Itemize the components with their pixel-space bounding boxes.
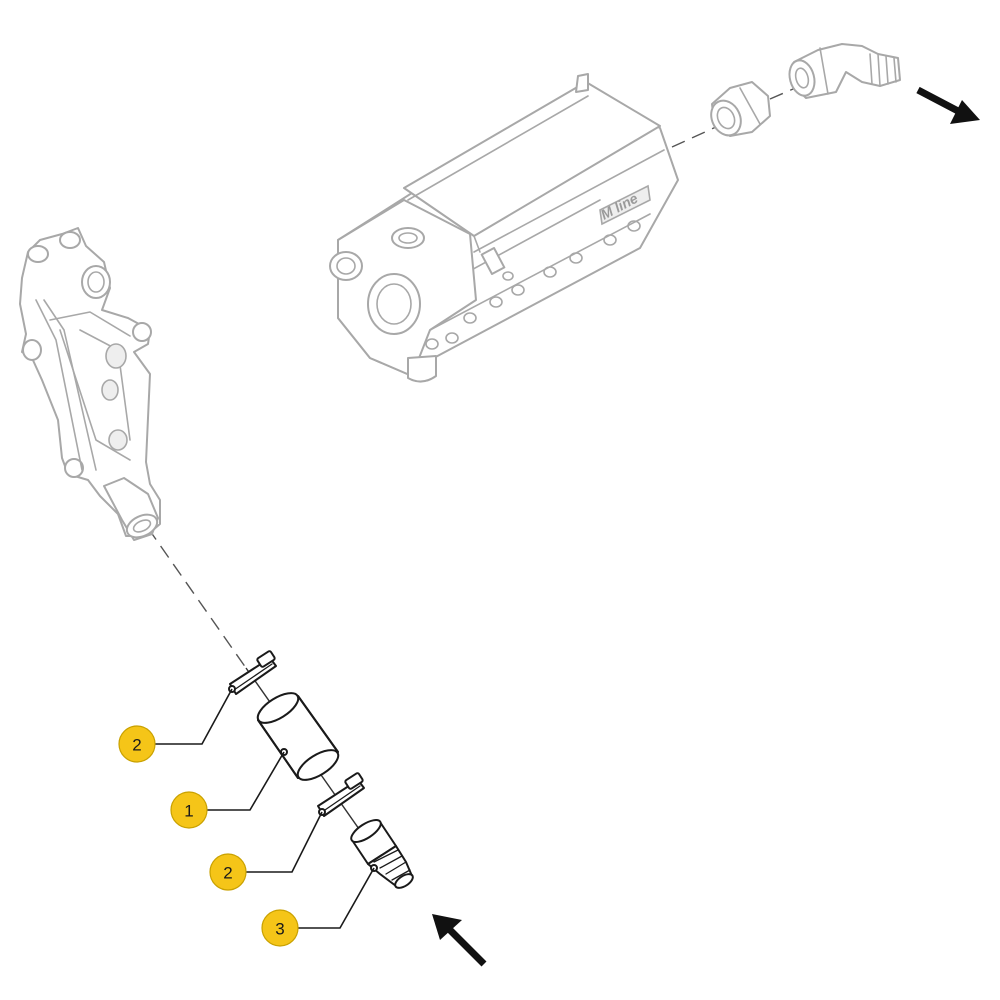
leader-line-2-top	[154, 688, 233, 745]
hose-clamp-upper	[228, 650, 277, 695]
callout-3: 3	[261, 909, 299, 947]
elbow-fitting-ghost	[788, 43, 901, 99]
hex-nipple-ghost	[710, 81, 771, 137]
hose-sleeve	[256, 692, 340, 781]
assembly-axis-lower	[147, 527, 247, 669]
pump-bracket-ghost	[19, 227, 161, 541]
pump-manifold-ghost: M line	[329, 73, 679, 383]
leader-line-3	[296, 867, 375, 929]
hose-clamp-lower	[317, 772, 365, 817]
leader-line-2-bottom	[246, 811, 323, 873]
flow-in-arrow	[432, 914, 487, 967]
callout-1: 1	[170, 791, 208, 829]
manifold-top-port	[391, 227, 425, 249]
svg-text:1: 1	[184, 802, 193, 821]
hose-barb-adapter	[350, 819, 414, 889]
svg-text:3: 3	[275, 920, 284, 939]
callout-2-top: 2	[118, 725, 156, 763]
bracket-upper-port	[81, 265, 111, 299]
manifold-side-port	[329, 251, 363, 281]
manifold-front-port	[367, 273, 421, 335]
manifold-bolts	[425, 220, 641, 350]
manifold-tag	[480, 247, 506, 275]
assembly-axis-upper	[671, 126, 717, 148]
svg-text:2: 2	[223, 864, 232, 883]
flow-out-arrow	[916, 86, 980, 124]
leader-line-1	[202, 751, 285, 811]
svg-text:2: 2	[132, 736, 141, 755]
callout-2-bottom: 2	[209, 853, 247, 891]
